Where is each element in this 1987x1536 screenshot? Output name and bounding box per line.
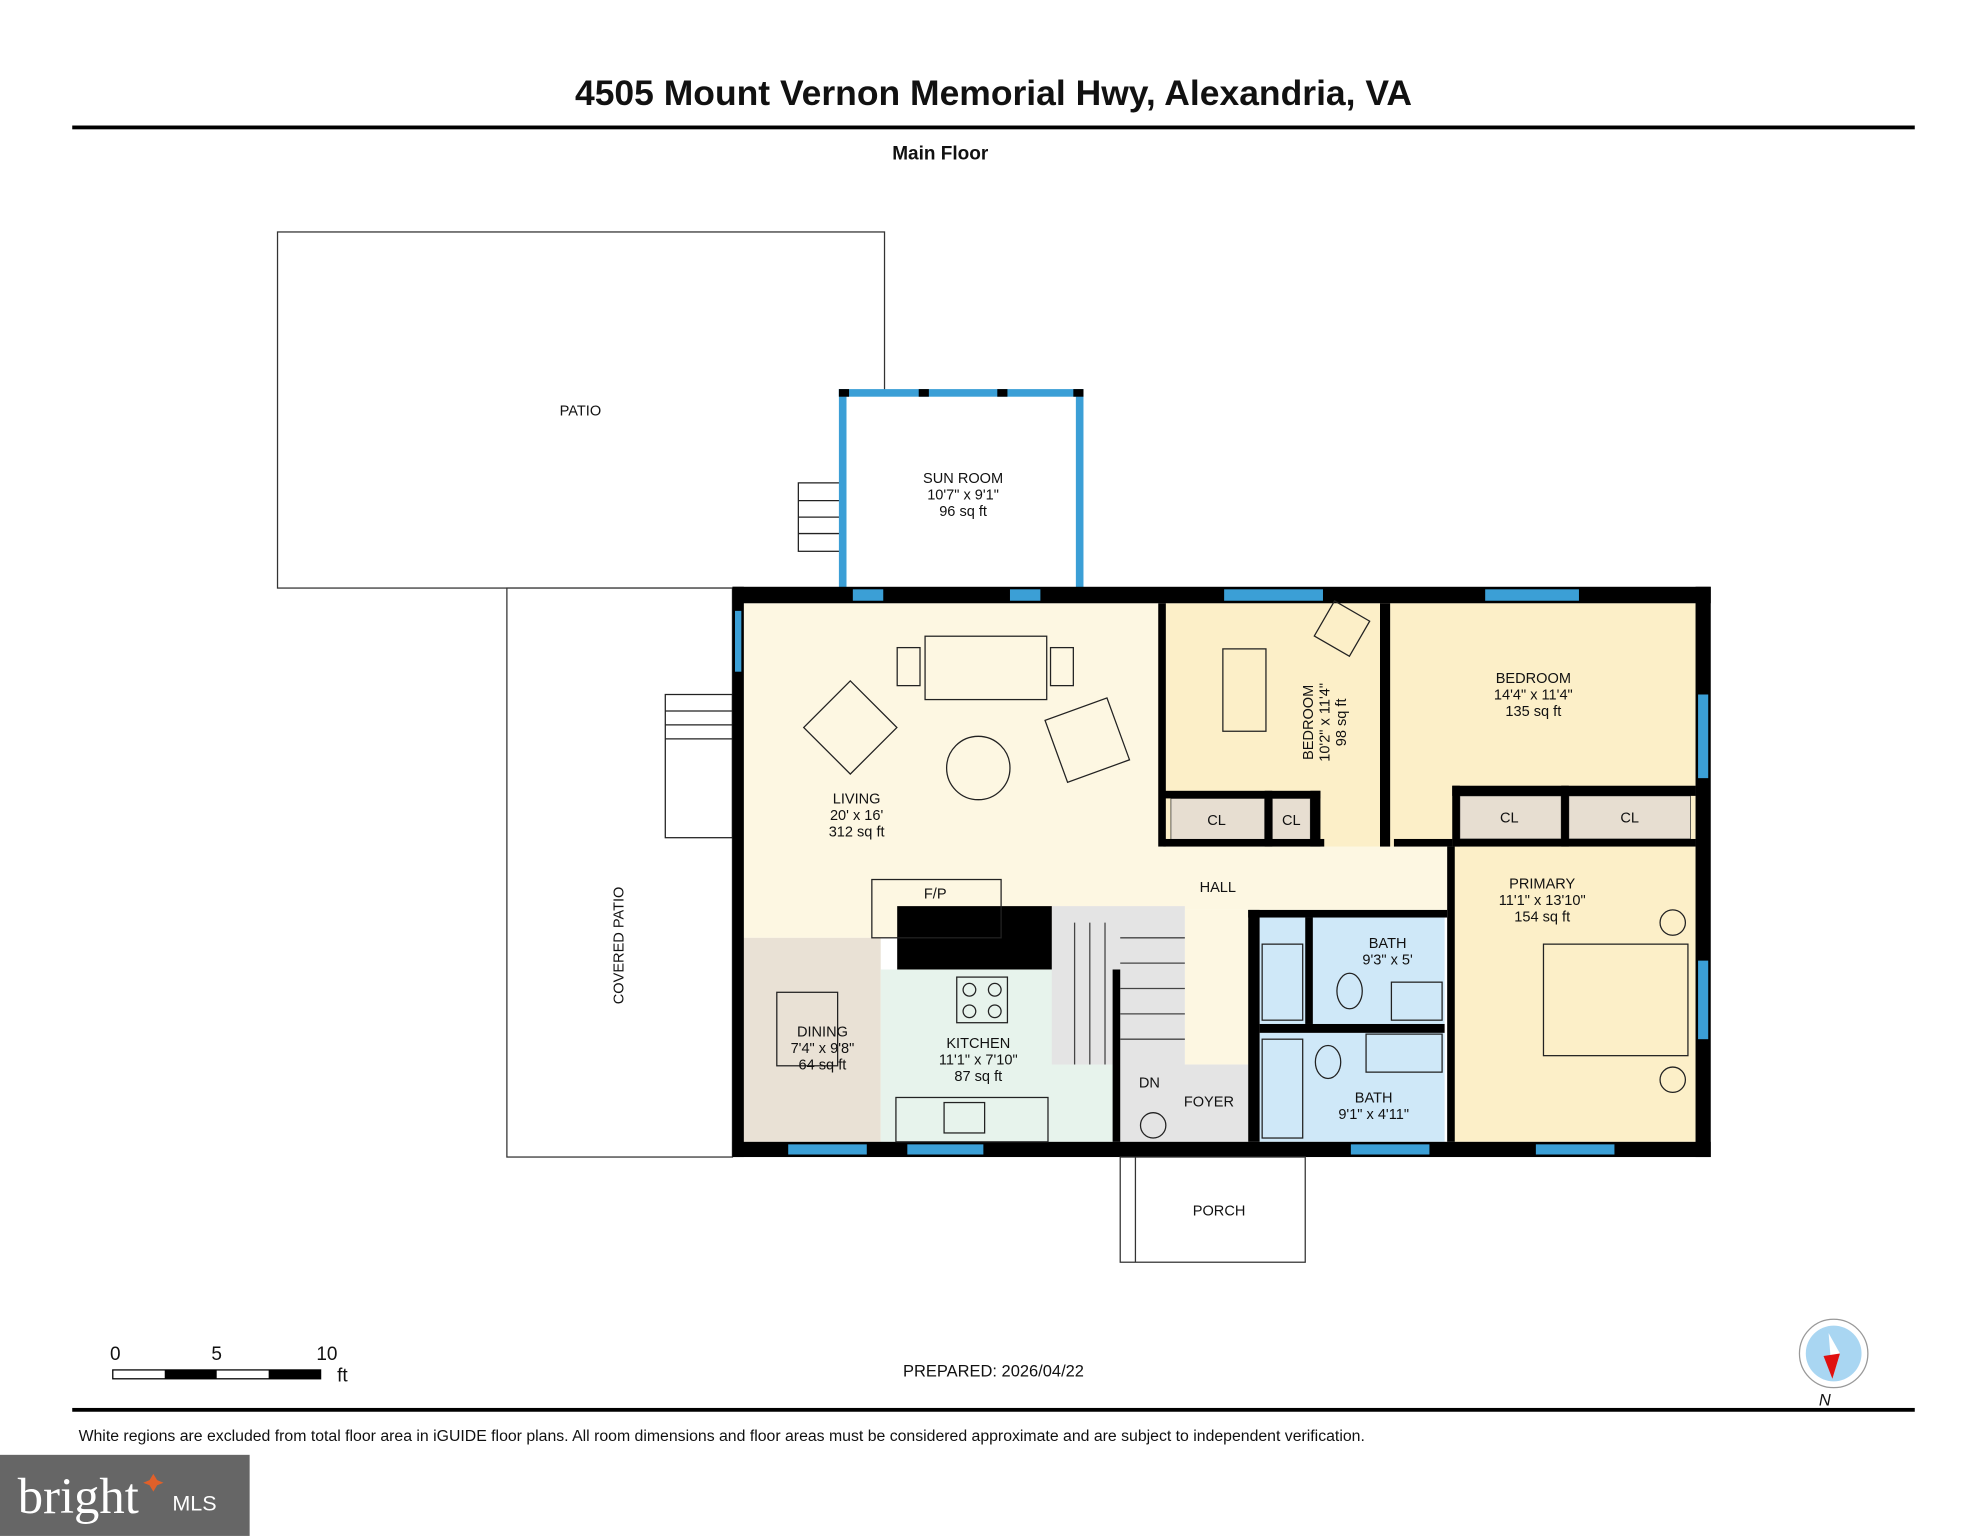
primary-bedroom bbox=[1452, 846, 1696, 1142]
scale-tick-10: 10 bbox=[316, 1344, 337, 1365]
bedroom-2-dims: 14'4" x 11'4" bbox=[1494, 688, 1573, 704]
living-label: LIVING bbox=[833, 791, 881, 807]
bright-mls-logo: bright MLS bbox=[0, 1454, 250, 1536]
bath-1 bbox=[1259, 912, 1445, 1024]
room-labels: LIVING 20' x 16' 312 sq ft BEDROOM 10'2"… bbox=[791, 671, 1639, 1123]
closet-label: CL bbox=[1500, 810, 1519, 826]
prepared-date: PREPARED: 2026/04/22 bbox=[903, 1362, 1084, 1380]
kitchen-dims: 11'1" x 7'10" bbox=[939, 1053, 1018, 1069]
page-title: 4505 Mount Vernon Memorial Hwy, Alexandr… bbox=[575, 73, 1412, 113]
footer-divider bbox=[72, 1407, 1915, 1412]
scale-unit: ft bbox=[337, 1365, 348, 1386]
kitchen-area: 87 sq ft bbox=[954, 1069, 1002, 1085]
dining-dims: 7'4" x 9'8" bbox=[791, 1041, 855, 1057]
primary-area: 154 sq ft bbox=[1514, 909, 1570, 925]
bath-1-label: BATH bbox=[1369, 936, 1407, 952]
foyer-label: FOYER bbox=[1184, 1094, 1234, 1110]
furniture bbox=[776, 600, 1689, 1143]
hall bbox=[1051, 846, 1453, 910]
covered-patio-label: COVERED PATIO bbox=[611, 887, 627, 1005]
compass-north-label: N bbox=[1819, 1391, 1831, 1409]
scale-bar: 0 5 10 ft bbox=[110, 1344, 348, 1387]
living-dims: 20' x 16' bbox=[830, 808, 884, 824]
patio-label: PATIO bbox=[560, 404, 602, 420]
sun-room: SUN ROOM 10'7" x 9'1" 96 sq ft bbox=[838, 389, 1084, 589]
sun-room-area: 96 sq ft bbox=[939, 504, 987, 520]
patio bbox=[276, 231, 886, 589]
foyer bbox=[1115, 1064, 1249, 1142]
porch bbox=[1119, 1156, 1306, 1263]
primary-dims: 11'1" x 13'10" bbox=[1499, 893, 1586, 909]
scale-tick-5: 5 bbox=[211, 1344, 222, 1365]
fireplace-label: F/P bbox=[924, 887, 947, 903]
windows bbox=[734, 589, 1709, 1155]
bath-1-dims: 9'3" x 5' bbox=[1362, 952, 1413, 968]
stairs-down-label: DN bbox=[1139, 1075, 1160, 1091]
bedroom-2-area: 135 sq ft bbox=[1505, 704, 1561, 720]
bedroom-1-area: 98 sq ft bbox=[1334, 698, 1350, 746]
bath-2-label: BATH bbox=[1355, 1091, 1393, 1107]
floor-label: Main Floor bbox=[892, 144, 989, 165]
logo-text: bright bbox=[18, 1468, 139, 1524]
closets bbox=[1170, 795, 1691, 842]
logo-suffix: MLS bbox=[172, 1492, 216, 1516]
closet-label: CL bbox=[1282, 813, 1301, 829]
dining-area: 64 sq ft bbox=[799, 1058, 847, 1074]
sun-room-label: SUN ROOM bbox=[923, 471, 1003, 487]
closet-label: CL bbox=[1207, 813, 1226, 829]
closet-label: CL bbox=[1620, 810, 1639, 826]
porch-label: PORCH bbox=[1193, 1203, 1246, 1219]
bath-2 bbox=[1259, 1032, 1445, 1142]
header-divider bbox=[72, 125, 1915, 130]
dining-room bbox=[743, 937, 881, 1142]
disclaimer: White regions are excluded from total fl… bbox=[79, 1428, 1365, 1445]
dining-label: DINING bbox=[797, 1025, 848, 1041]
kitchen-label: KITCHEN bbox=[946, 1036, 1010, 1052]
hall-label: HALL bbox=[1200, 880, 1236, 896]
primary-label: PRIMARY bbox=[1509, 876, 1575, 892]
bath-2-dims: 9'1" x 4'11" bbox=[1338, 1107, 1409, 1123]
bedroom-2-label: BEDROOM bbox=[1496, 671, 1571, 687]
bedroom-1-label: BEDROOM bbox=[1301, 685, 1317, 760]
coffee-table bbox=[945, 735, 1011, 801]
living-area: 312 sq ft bbox=[829, 824, 885, 840]
compass-icon: N bbox=[1798, 1318, 1869, 1409]
scale-tick-0: 0 bbox=[110, 1344, 121, 1365]
sun-room-dims: 10'7" x 9'1" bbox=[927, 487, 999, 503]
covered-patio bbox=[506, 587, 734, 1158]
bedroom-1-dims: 10'2" x 11'4" bbox=[1317, 683, 1333, 762]
hall-extension bbox=[1184, 909, 1253, 1065]
